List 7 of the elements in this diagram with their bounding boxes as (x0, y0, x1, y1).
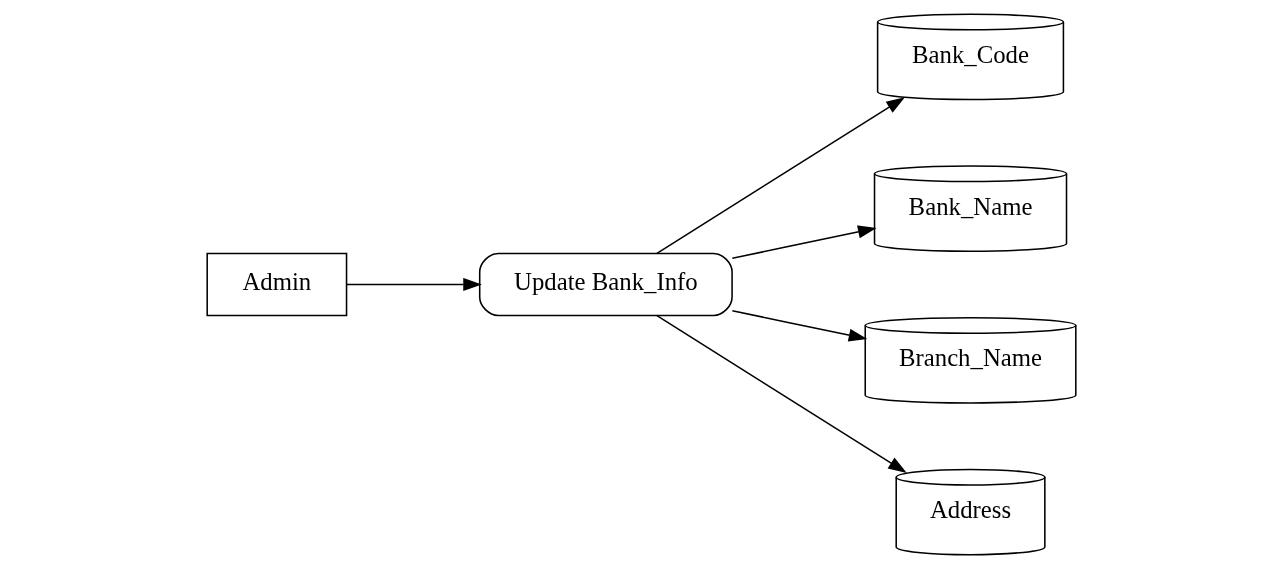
node-box: Update Bank_Info (478, 252, 733, 317)
arrow (656, 314, 907, 473)
arrow (656, 97, 905, 255)
arrow (731, 309, 868, 342)
arrow (345, 278, 482, 291)
node-box: Admin (206, 252, 348, 317)
arrow (731, 225, 877, 260)
